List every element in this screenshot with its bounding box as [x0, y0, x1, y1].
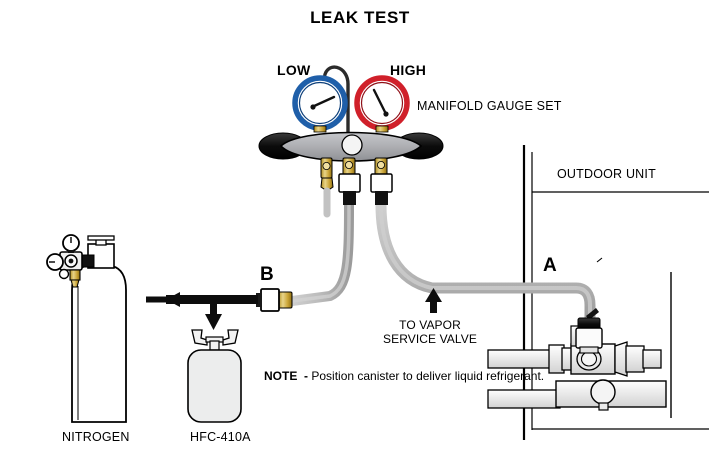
manifold-port-left: [320, 157, 334, 192]
manifold-gauge-set-label: MANIFOLD GAUGE SET: [417, 99, 562, 113]
manifold-port-middle: [338, 157, 361, 205]
hose-a: [375, 199, 596, 328]
to-vapor-service-valve-label: TO VAPOR SERVICE VALVE: [383, 318, 478, 347]
charging-line-tee: [146, 292, 258, 330]
note-body: Position canister to deliver liquid refr…: [311, 369, 545, 383]
refrigerant-canister: [187, 329, 242, 423]
note-heading: NOTE -: [264, 369, 312, 383]
manifold-port-right: [370, 157, 393, 205]
hose-fitting-b: [256, 288, 293, 312]
service-valve-assembly: [487, 325, 667, 411]
nitrogen-regulator: [46, 234, 95, 288]
note-block: NOTE - Position canister to deliver liqu…: [264, 369, 544, 383]
low-gauge-label: LOW: [277, 62, 311, 78]
hose-coupler-a: [575, 308, 603, 354]
manifold-gauge-set: [258, 65, 444, 218]
nitrogen-cylinder-label: NITROGEN: [62, 430, 130, 444]
refrigerant-canister-label: HFC-410A: [190, 430, 251, 444]
arrow-up-icon: [425, 288, 442, 313]
callout-b-label: B: [260, 264, 274, 285]
page-title: LEAK TEST: [310, 8, 410, 27]
outdoor-unit-label: OUTDOOR UNIT: [557, 167, 656, 181]
high-gauge-label: HIGH: [390, 62, 427, 78]
hose-b: [287, 200, 354, 306]
callout-a-label: A: [543, 255, 557, 276]
